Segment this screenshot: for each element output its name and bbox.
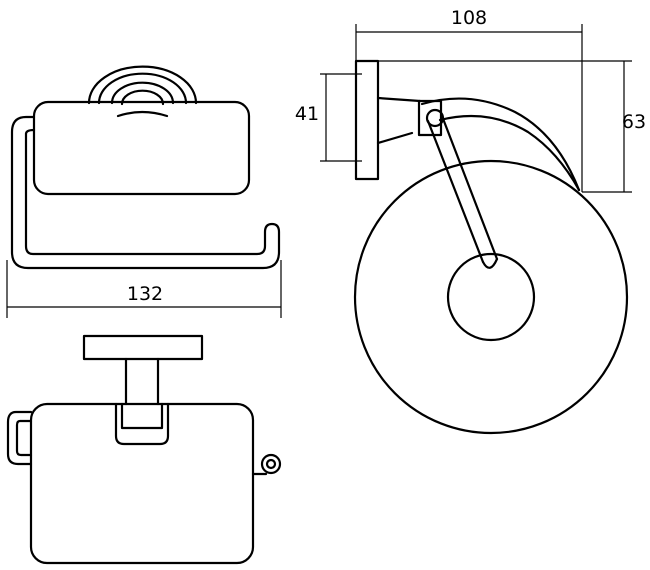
front-mount-ring-3 (120, 89, 165, 106)
side-arm-top (376, 96, 422, 103)
dimension-width: 132 (6, 260, 282, 318)
side-cover-lid-outer (420, 97, 581, 192)
side-view (353, 59, 629, 435)
top-view (6, 334, 282, 565)
front-view (10, 65, 281, 270)
side-spindle-left (426, 119, 485, 264)
top-bar-loop-outer (6, 410, 33, 466)
front-paper-bar (10, 115, 281, 270)
side-hinge-block (417, 99, 443, 137)
top-bar-loop-inner (15, 419, 33, 457)
top-hinge-inner (120, 402, 164, 430)
side-spindle-end (481, 257, 499, 269)
side-arm-bottom (376, 131, 414, 145)
side-spindle-pivot (425, 108, 445, 128)
top-bar-end-cap-inner (265, 458, 277, 470)
side-roll-core (446, 252, 536, 342)
front-cover-plate (32, 100, 251, 196)
dimension-height: 63 (372, 60, 646, 193)
width-label: 132 (127, 283, 163, 305)
side-cover-lid-inner (438, 114, 581, 192)
front-mount-ring-2 (110, 81, 175, 105)
top-cover-box (29, 402, 255, 565)
side-wall-plate (354, 59, 380, 181)
side-spindle-right (440, 114, 499, 261)
side-paper-roll (353, 159, 629, 435)
dimension-depth: 108 (355, 7, 583, 192)
depth-label: 108 (451, 7, 487, 29)
top-hinge-outer (114, 402, 170, 446)
height-label: 63 (622, 111, 646, 133)
front-mount-ring-1 (97, 72, 188, 105)
front-cover-clip (116, 110, 169, 118)
dimension-base: 41 (295, 73, 362, 162)
top-bar-end-cap (260, 453, 282, 475)
front-mount-outer (87, 65, 198, 105)
base-label: 41 (295, 103, 319, 125)
top-wall-plate (82, 334, 204, 361)
